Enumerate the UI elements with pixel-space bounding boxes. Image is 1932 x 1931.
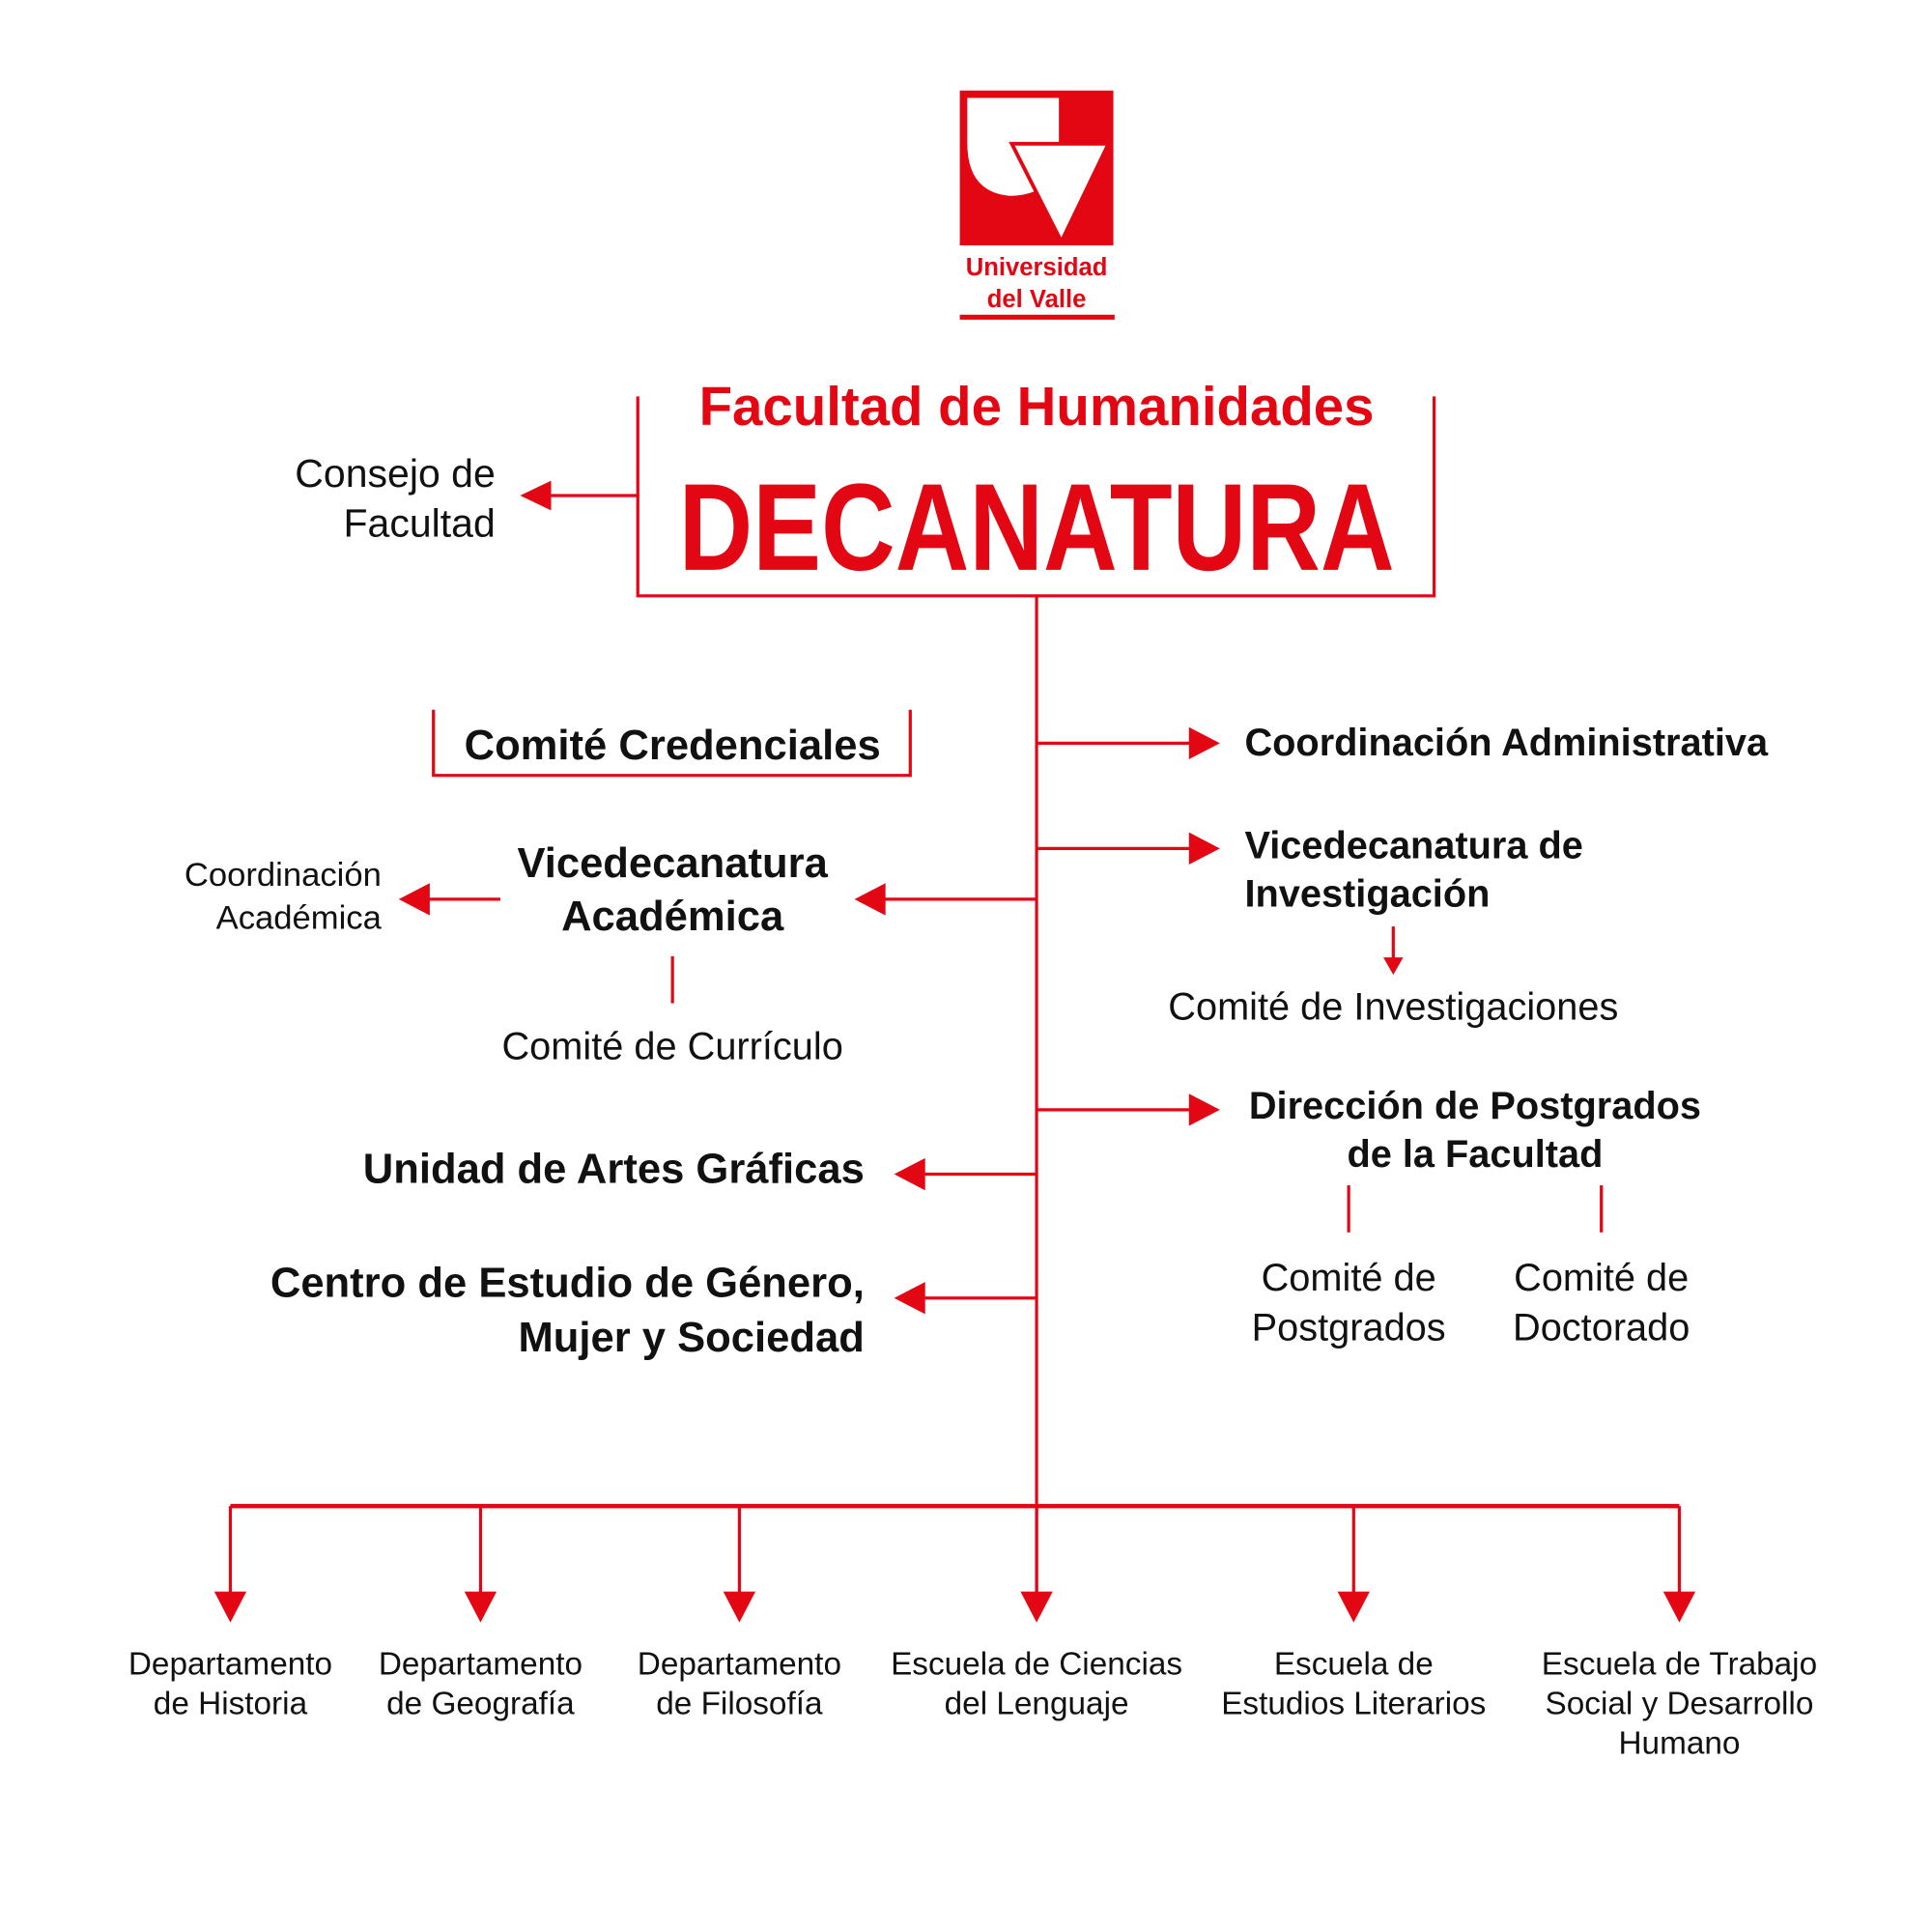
vice-investigacion-line1[interactable]: Vicedecanatura de: [1244, 825, 1582, 867]
coord-academica-line2[interactable]: Académica: [216, 900, 383, 937]
comite-postgrados-line2[interactable]: Postgrados: [1252, 1306, 1446, 1349]
unit-label[interactable]: Departamento: [379, 1646, 582, 1682]
arrow-left-icon: [398, 883, 430, 916]
arrow-down-icon: [1662, 1591, 1696, 1623]
unit-label[interactable]: Humano: [1618, 1726, 1740, 1762]
unit-label[interactable]: Departamento: [638, 1646, 841, 1682]
faculty-title: Facultad de Humanidades: [699, 376, 1375, 437]
vice-academica-line1[interactable]: Vicedecanatura: [517, 840, 828, 887]
unit-label[interactable]: de Filosofía: [656, 1687, 823, 1722]
credenciales-box: [432, 709, 912, 778]
comite-curriculo[interactable]: Comité de Currículo: [501, 1025, 842, 1067]
unidad-artes-graficas[interactable]: Unidad de Artes Gráficas: [363, 1147, 865, 1193]
arrow-left-icon: [894, 1282, 925, 1315]
arrow-down-icon: [723, 1591, 756, 1623]
univalle-logo: Universidad del Valle: [959, 90, 1115, 320]
unit-label[interactable]: de Geografía: [386, 1687, 575, 1722]
unit-label[interactable]: Escuela de Ciencias: [891, 1646, 1182, 1682]
comite-postgrados-line1[interactable]: Comité de: [1262, 1257, 1436, 1299]
decanatura-title[interactable]: DECANATURA: [679, 459, 1395, 597]
arrow-down-icon: [1383, 957, 1404, 976]
unit-label[interactable]: Social y Desarrollo: [1546, 1687, 1814, 1722]
consejo-line1[interactable]: Consejo de: [295, 451, 496, 496]
unit-item[interactable]: Departamento de Geografía: [379, 1506, 582, 1722]
unit-item[interactable]: Departamento de Historia: [128, 1506, 332, 1722]
postgrados-line2[interactable]: de la Facultad: [1347, 1133, 1603, 1176]
comite-credenciales[interactable]: Comité Credenciales: [465, 723, 881, 769]
logo-text-line2: del Valle: [987, 286, 1087, 313]
unit-item[interactable]: Escuela de Ciencias del Lenguaje: [891, 1506, 1182, 1722]
arrow-right-icon: [1188, 1093, 1220, 1126]
arrow-left-icon: [894, 1157, 925, 1191]
academic-units: Departamento de Historia Departamento de Ge…: [128, 1506, 1817, 1762]
logo-text-line1: Universidad: [966, 254, 1108, 281]
unit-label[interactable]: Escuela de Trabajo: [1542, 1646, 1817, 1682]
arrow-down-icon: [464, 1591, 497, 1623]
centro-genero-line1[interactable]: Centro de Estudio de Género,: [270, 1260, 865, 1306]
unit-label[interactable]: del Lenguaje: [945, 1687, 1129, 1722]
centro-genero-line2[interactable]: Mujer y Sociedad: [518, 1315, 864, 1361]
arrow-down-icon: [1020, 1591, 1053, 1623]
coord-academica-line1[interactable]: Coordinación: [185, 857, 382, 894]
arrow-right-icon: [1188, 832, 1220, 866]
unit-label[interactable]: Departamento: [128, 1646, 332, 1682]
vice-academica-line2[interactable]: Académica: [561, 894, 784, 940]
postgrados-line1[interactable]: Dirección de Postgrados: [1249, 1085, 1701, 1127]
arrow-left-icon: [520, 480, 552, 511]
comite-doctorado-line2[interactable]: Doctorado: [1513, 1306, 1690, 1349]
unit-item[interactable]: Escuela de Estudios Literarios: [1221, 1506, 1486, 1722]
comite-doctorado-line1[interactable]: Comité de: [1514, 1257, 1689, 1299]
unit-label[interactable]: Escuela de: [1274, 1646, 1434, 1682]
comite-investigaciones[interactable]: Comité de Investigaciones: [1168, 985, 1618, 1028]
unit-label[interactable]: de Historia: [154, 1687, 308, 1722]
arrow-down-icon: [1337, 1591, 1370, 1623]
vice-investigacion-line2[interactable]: Investigación: [1244, 873, 1490, 916]
arrow-down-icon: [213, 1591, 247, 1623]
unit-item[interactable]: Departamento de Filosofía: [638, 1506, 841, 1722]
coordinacion-administrativa[interactable]: Coordinación Administrativa: [1244, 722, 1769, 764]
consejo-line2[interactable]: Facultad: [343, 500, 495, 545]
arrow-right-icon: [1188, 726, 1220, 760]
arrow-left-icon: [854, 883, 886, 916]
unit-label[interactable]: Estudios Literarios: [1221, 1687, 1486, 1722]
